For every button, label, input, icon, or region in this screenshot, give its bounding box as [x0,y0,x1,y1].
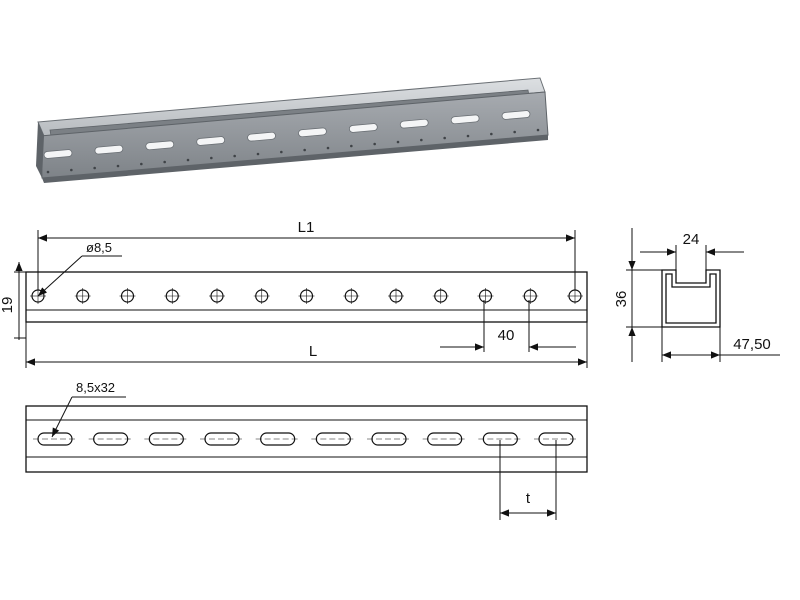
round-hole [522,288,539,304]
slot-hole [200,432,244,446]
iso-slot [450,114,480,125]
iso-small-hole [420,138,423,142]
iso-small-hole [280,150,283,154]
iso-small-hole [443,136,446,140]
slot-view-outline [25,405,588,473]
slot-holes [33,432,578,446]
label-L1: L1 [298,219,315,236]
iso-small-hole [256,152,260,156]
label-outer-width: 47,50 [733,336,771,353]
iso-small-hole [116,164,120,168]
round-hole [298,288,315,304]
iso-slot [196,136,226,146]
iso-small-hole [303,148,306,152]
iso-small-hole [163,160,166,164]
iso-slot [348,123,378,133]
label-section-height: 36 [613,291,630,308]
iso-small-hole [490,132,493,136]
iso-small-hole [140,162,143,166]
channel-profile [661,269,721,328]
iso-small-hole [93,166,96,170]
iso-small-hole [210,156,213,160]
iso-small-hole [70,168,73,172]
front-round-holes [30,288,583,304]
iso-small-hole [466,134,470,138]
iso-small-hole [513,130,516,134]
slot-hole [255,432,300,446]
iso-small-hole [536,128,540,132]
round-hole [567,288,583,304]
iso-small-hole [46,170,50,174]
slot-hole [88,432,133,446]
iso-small-holes [46,128,540,174]
round-hole [209,288,225,304]
rail-bottom-edge [42,135,548,183]
rail-end-left [36,122,44,178]
iso-slot [298,127,327,138]
iso-slot [94,144,124,155]
iso-small-hole [350,144,353,148]
round-hole [477,288,494,304]
slot-hole [33,432,77,446]
label-hole-height: 19 [0,297,16,314]
leader-hole-diameter [37,255,83,297]
label-slot-size: 8,5x32 [76,380,115,395]
label-inner-width: 24 [683,231,700,248]
iso-slot [501,110,531,120]
section-view: 24 36 47,50 [613,228,780,362]
round-hole [343,288,360,304]
slot-hole [311,432,356,446]
round-hole [432,288,449,304]
iso-slot [247,131,276,142]
iso-slot [145,140,175,151]
round-hole [253,288,270,304]
slot-hole [144,432,189,446]
front-view-holes: L1 ø8,5 19 40 L [0,219,588,368]
front-view-outline [25,271,588,323]
iso-small-hole [186,158,190,162]
leader-slot-size [51,396,73,438]
label-hole-pitch: 40 [498,327,515,344]
round-hole [74,288,91,304]
round-hole [388,288,404,304]
slot-view: 8,5x32 t [25,380,588,520]
round-hole [119,288,136,304]
slot-hole [367,432,411,446]
iso-small-hole [233,154,236,158]
iso-small-hole [373,142,376,146]
iso-small-hole [396,140,400,144]
round-hole [164,288,181,304]
label-L: L [309,343,317,360]
iso-slot [43,149,73,159]
iso-slot [399,118,429,129]
iso-slots [43,110,531,159]
isometric-rail-view [36,77,549,183]
slot-hole [422,432,467,446]
iso-small-hole [326,146,330,150]
label-slot-pitch: t [526,490,531,507]
label-hole-diameter: ø8,5 [86,240,112,255]
